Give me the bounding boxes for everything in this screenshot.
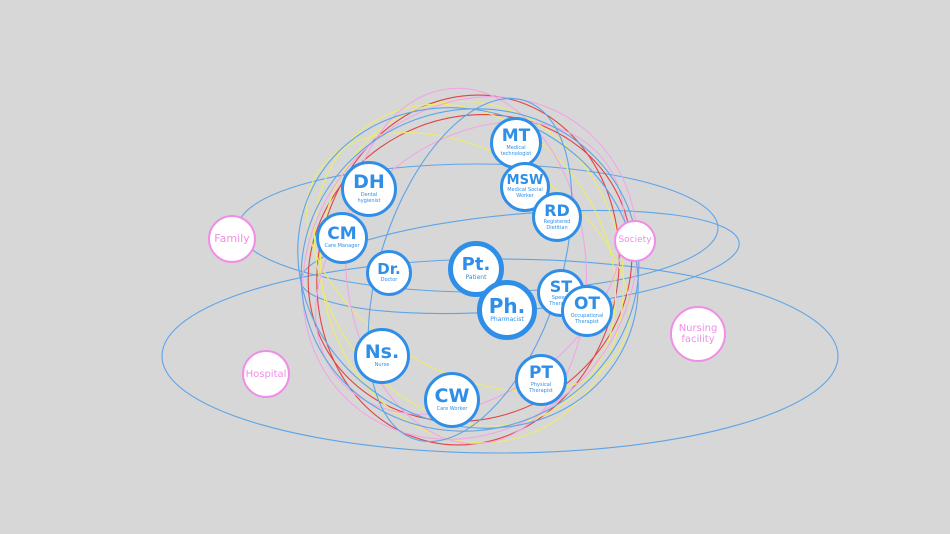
ph-fullname: Pharmacist [490,316,524,324]
mt-abbr: MT [501,126,531,147]
cw-fullname: Care Worker [436,406,468,413]
node-dr[interactable]: Dr. Doctor [366,250,412,296]
dr-fullname: Doctor [380,277,398,284]
msw-abbr: MSW [506,173,544,189]
mt-fullname: Medical technologist [500,145,532,157]
ns-fullname: Nurse [374,362,390,369]
node-cm[interactable]: CM Care Manager [316,212,368,264]
orbit-ring [302,96,638,440]
node-ot[interactable]: OT Occupational Therapist [561,285,613,337]
node-pt[interactable]: PT Physical Therapist [515,354,567,406]
family-node[interactable]: Family [208,215,256,263]
cm-fullname: Care Manager [324,243,360,250]
ot-fullname: Occupational Therapist [570,313,604,325]
msw-fullname: Medical Social Worker [507,187,543,199]
cw-abbr: CW [434,385,470,408]
orbit-ring [300,108,640,432]
node-dh[interactable]: DH Dental hygienist [341,161,397,217]
patient-fullname: Patient [465,274,487,282]
pt-abbr: PT [528,363,554,384]
rd-abbr: RD [544,200,570,220]
node-ph[interactable]: Ph. Pharmacist [477,280,537,340]
orbit-ring [297,107,639,429]
st-abbr: ST [549,276,573,296]
patient-abbr: Pt. [461,254,491,276]
society-label: Society [618,235,652,246]
family-label: Family [214,231,250,245]
orbit-ring [313,103,617,427]
nursing-facility-node[interactable]: Nursing facility [670,306,726,362]
dh-fullname: Dental hygienist [357,192,381,204]
ot-abbr: OT [573,294,601,315]
pt-fullname: Physical Therapist [529,382,553,394]
hospital-node[interactable]: Hospital [242,350,290,398]
ns-abbr: Ns. [364,341,400,364]
node-cw[interactable]: CW Care Worker [424,372,480,428]
node-mt[interactable]: MT Medical technologist [490,117,542,169]
hospital-label: Hospital [245,368,287,380]
dr-abbr: Dr. [377,260,401,279]
nursing-facility-label: Nursing facility [678,323,718,345]
cm-abbr: CM [327,224,357,245]
society-node[interactable]: Society [614,220,656,262]
rd-fullname: Registered Dietitian [543,218,571,231]
dh-abbr: DH [353,171,385,194]
ph-abbr: Ph. [488,294,526,319]
orbit-ring [344,87,588,445]
node-rd[interactable]: RD Registered Dietitian [532,192,582,242]
node-ns[interactable]: Ns. Nurse [354,328,410,384]
